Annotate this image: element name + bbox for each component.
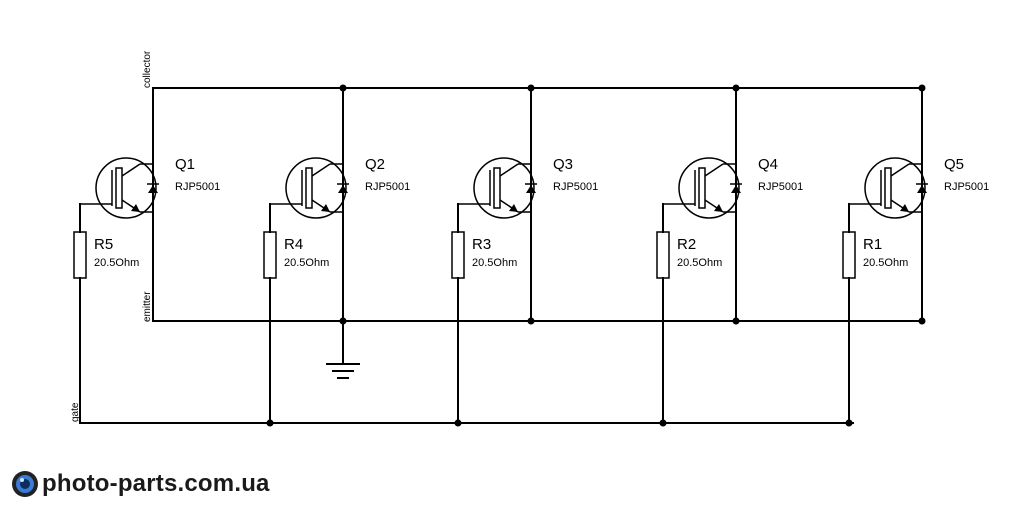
transistor-ref: Q1 — [175, 156, 195, 173]
resistor-ref: R3 — [472, 236, 491, 253]
junction-dot — [527, 317, 535, 325]
diode-icon — [916, 183, 928, 193]
transistor-part: RJP5001 — [365, 181, 410, 193]
transistor-part: RJP5001 — [175, 181, 220, 193]
resistor — [656, 203, 670, 424]
igbt-transistor — [663, 87, 742, 322]
transistor-part: RJP5001 — [553, 181, 598, 193]
transistor-ref: Q5 — [944, 156, 964, 173]
resistor-value: 20.5Ohm — [472, 257, 517, 269]
net-label-gate: gate — [70, 402, 81, 422]
junction-dot — [845, 419, 853, 427]
junction-dot — [732, 84, 740, 92]
resistor — [842, 203, 856, 424]
igbt-transistor — [80, 87, 159, 322]
resistor-ref: R1 — [863, 236, 882, 253]
resistor-value: 20.5Ohm — [677, 257, 722, 269]
igbt-transistor — [849, 87, 928, 322]
resistor-value: 20.5Ohm — [863, 257, 908, 269]
junction-dot — [918, 317, 926, 325]
resistor-ref: R5 — [94, 236, 113, 253]
diode-icon — [525, 183, 537, 193]
resistor-value: 20.5Ohm — [284, 257, 329, 269]
net-label-collector: collector — [142, 50, 153, 88]
stages-group: Q1RJP5001R520.5OhmQ2RJP5001R420.5OhmQ3RJ… — [73, 84, 989, 427]
transistor-part: RJP5001 — [944, 181, 989, 193]
junction-dot — [454, 419, 462, 427]
camera-lens-icon — [12, 471, 38, 497]
resistor-value: 20.5Ohm — [94, 257, 139, 269]
junction-dot — [339, 84, 347, 92]
transistor-ref: Q3 — [553, 156, 573, 173]
junction-dot — [527, 84, 535, 92]
ground-symbol — [326, 320, 360, 379]
net-label-emitter: emitter — [142, 291, 153, 322]
transistor-ref: Q2 — [365, 156, 385, 173]
diode-icon — [337, 183, 349, 193]
junction-dot — [732, 317, 740, 325]
watermark-logo: photo-parts.com.ua — [10, 466, 270, 502]
igbt-transistor — [270, 87, 349, 322]
igbt-transistor — [458, 87, 537, 322]
transistor-ref: Q4 — [758, 156, 778, 173]
transistor-part: RJP5001 — [758, 181, 803, 193]
resistor-ref: R4 — [284, 236, 303, 253]
junction-dot — [266, 419, 274, 427]
junction-dot — [339, 317, 347, 325]
resistor — [263, 203, 277, 424]
diode-icon — [147, 183, 159, 193]
junction-dot — [918, 84, 926, 92]
diode-icon — [730, 183, 742, 193]
watermark-text: photo-parts.com.ua — [42, 470, 270, 497]
resistor — [73, 203, 87, 424]
resistor — [451, 203, 465, 424]
junction-dot — [659, 419, 667, 427]
resistor-ref: R2 — [677, 236, 696, 253]
